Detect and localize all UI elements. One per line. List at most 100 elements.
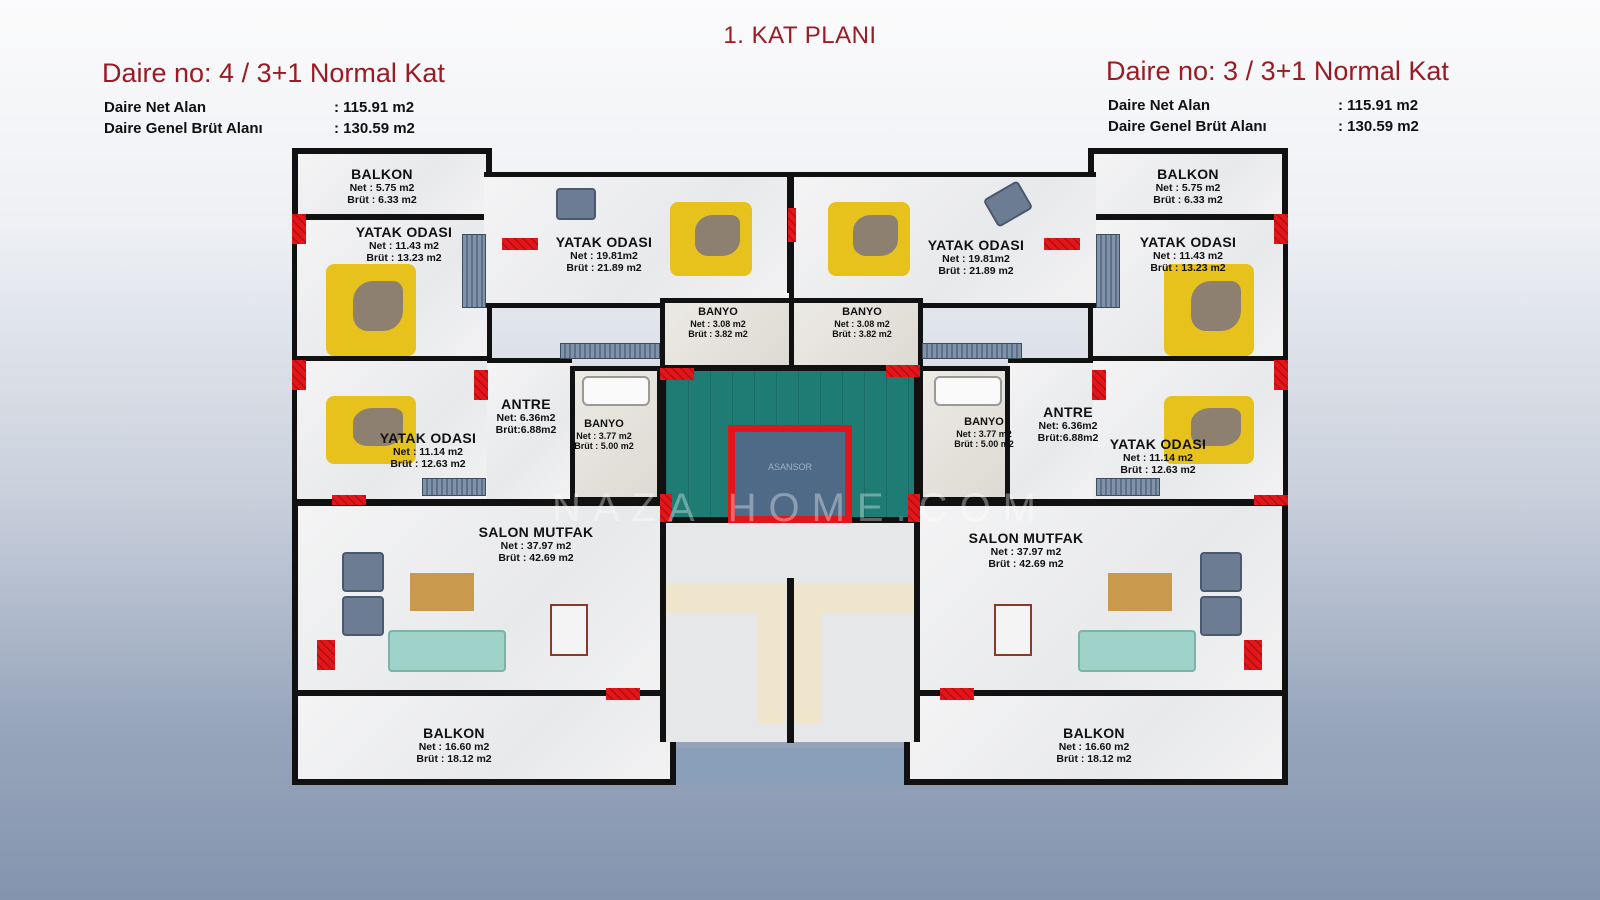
column xyxy=(1092,370,1106,400)
bed xyxy=(1164,396,1254,464)
room-area: Net : 3.08 m2 xyxy=(834,318,890,329)
armchair xyxy=(1200,552,1242,592)
room-area: Brüt : 42.69 m2 xyxy=(988,558,1064,571)
net-area-label: Daire Net Alan xyxy=(104,99,206,116)
room-area: Brüt : 13.23 m2 xyxy=(366,252,442,265)
unit-4-specs: Daire Net Alan : 115.91 m2 Daire Genel Br… xyxy=(104,97,415,139)
elevator: ASANSOR xyxy=(728,425,852,523)
unit-3-specs: Daire Net Alan: 115.91 m2 Daire Genel Br… xyxy=(1108,95,1419,137)
room-balcony-small-right xyxy=(1088,148,1288,220)
room-area: Net : 37.97 m2 xyxy=(990,546,1062,559)
room-name: YATAK ODASI xyxy=(927,237,1025,253)
bed xyxy=(828,202,910,276)
armchair xyxy=(1200,596,1242,636)
column xyxy=(317,640,335,670)
room-area: Net : 3.08 m2 xyxy=(690,318,746,329)
bathtub xyxy=(582,376,650,406)
room-area: Net : 11.43 m2 xyxy=(1152,250,1224,263)
plan-title: 1. KAT PLANI xyxy=(723,22,877,49)
armchair xyxy=(342,552,384,592)
elevator-label: ASANSOR xyxy=(767,462,812,472)
room-area: Brüt : 6.33 m2 xyxy=(1153,194,1223,207)
room-area: Brüt : 5.00 m2 xyxy=(574,440,634,451)
room-area: BANYO xyxy=(584,418,624,430)
bed xyxy=(670,202,752,276)
room-balcony-large-right xyxy=(904,690,1288,785)
room-name: BALKON xyxy=(423,725,485,741)
column xyxy=(660,494,672,522)
room-area: BANYO xyxy=(698,306,738,318)
room-area: Brüt:6.88m2 xyxy=(1037,432,1099,445)
coffee-table xyxy=(1108,573,1172,611)
kitchen-counter-right-vertical xyxy=(794,583,822,723)
room-name: BALKON xyxy=(351,166,413,182)
room-area: Brüt : 18.12 m2 xyxy=(1056,753,1132,766)
gross-area-label: Daire Genel Brüt Alanı xyxy=(1108,118,1267,135)
dining-table xyxy=(994,604,1032,656)
room-name: SALON MUTFAK xyxy=(478,524,594,540)
wardrobe xyxy=(462,234,486,308)
room-area: Net : 19.81m2 xyxy=(942,253,1010,266)
wardrobe xyxy=(922,343,1022,359)
room-area: Net : 3.77 m2 xyxy=(956,428,1012,439)
room-area: Net : 5.75 m2 xyxy=(349,182,415,195)
column xyxy=(788,208,796,242)
net-area-value: : 115.91 m2 xyxy=(334,99,415,116)
room-name: BALKON xyxy=(1157,166,1219,182)
unit-4-heading: Daire no: 4 / 3+1 Normal Kat xyxy=(102,58,445,88)
room-area: Brüt : 3.82 m2 xyxy=(688,328,748,339)
room-name: YATAK ODASI xyxy=(555,234,653,250)
room-area: Net : 11.14 m2 xyxy=(1122,452,1194,465)
room-area: Net : 11.14 m2 xyxy=(392,446,464,459)
wardrobe xyxy=(1096,478,1160,496)
room-area: Brüt : 6.33 m2 xyxy=(347,194,417,207)
column xyxy=(1044,238,1080,250)
unit-3-heading: Daire no: 3 / 3+1 Normal Kat xyxy=(1106,56,1449,86)
sofa xyxy=(388,630,506,672)
kitchen-counter-left-vertical xyxy=(758,583,786,723)
room-name: BALKON xyxy=(1063,725,1125,741)
room-hall-right xyxy=(1008,358,1093,504)
room-name: ANTRE xyxy=(501,396,551,412)
room-area: Brüt:6.88m2 xyxy=(495,424,557,437)
column xyxy=(502,238,538,250)
gross-area-label: Daire Genel Brüt Alanı xyxy=(104,120,263,137)
armchair xyxy=(556,188,596,220)
room-area: BANYO xyxy=(842,306,882,318)
column xyxy=(940,688,974,700)
room-area: Brüt : 13.23 m2 xyxy=(1150,262,1226,275)
room-area: Net: 6.36m2 xyxy=(496,412,556,425)
room-area: Brüt : 5.00 m2 xyxy=(954,438,1014,449)
gross-area-value: : 130.59 m2 xyxy=(1338,118,1419,135)
room-area: Brüt : 12.63 m2 xyxy=(390,458,466,471)
room-area: Net : 19.81m2 xyxy=(570,250,638,263)
bed xyxy=(326,396,416,464)
column xyxy=(606,688,640,700)
room-area: Brüt : 21.89 m2 xyxy=(566,262,642,275)
room-area: Brüt : 18.12 m2 xyxy=(416,753,492,766)
room-name: YATAK ODASI xyxy=(379,430,477,446)
column xyxy=(1274,214,1288,244)
wardrobe xyxy=(1096,234,1120,308)
room-area: Brüt : 3.82 m2 xyxy=(832,328,892,339)
coffee-table xyxy=(410,573,474,611)
room-area: Net : 16.60 m2 xyxy=(1058,741,1130,754)
room-area: Brüt : 21.89 m2 xyxy=(938,265,1014,278)
column xyxy=(1254,495,1288,505)
armchair xyxy=(342,596,384,636)
party-wall xyxy=(787,578,794,743)
room-name: YATAK ODASI xyxy=(1109,436,1207,452)
floor-plan: ASANSOR xyxy=(292,148,1288,785)
